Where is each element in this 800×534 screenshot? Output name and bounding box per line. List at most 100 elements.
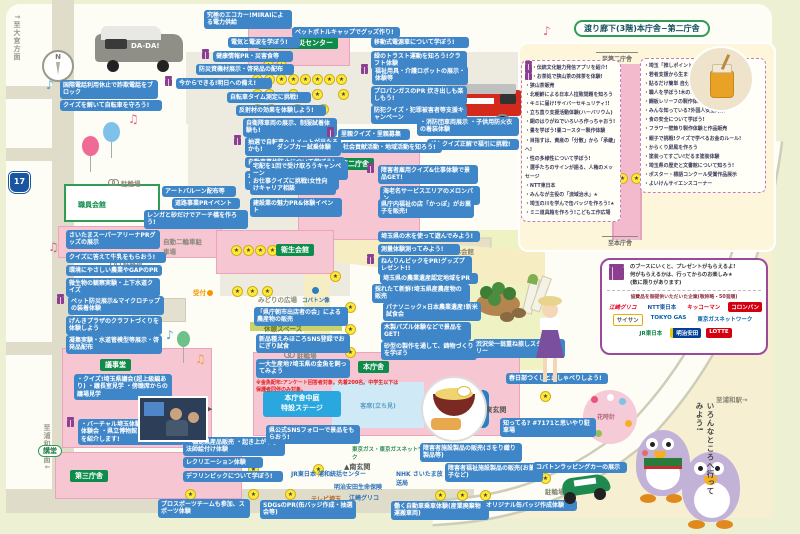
booth-label: 埼玉県の農業遺産認定地域をPR [380, 273, 478, 284]
corridor-item: ・目指すは、資産の「分散」から「承継」へ! [525, 137, 616, 153]
bike-parking-label: 駐輪場 [121, 180, 141, 188]
label-midori-plaza: みどりの広場 [258, 296, 297, 304]
star-marker: ★ [324, 74, 335, 85]
booth-label: 障害者雇用クイズ&仕事体験で景品GET! [367, 163, 478, 184]
booth-label: 障害者施設製品の販売(さをり織り製品等) [420, 443, 522, 462]
gift-icon [67, 417, 74, 427]
balloon-pink [82, 136, 99, 172]
booth-label: 凝集実験・水道管模型等展示・啓発品配布 [66, 335, 162, 354]
corridor-item: ・性の多様性について学ぼう! [525, 155, 591, 162]
booth-label: 福祉用具・介護ロボットの展示・体験等 [361, 64, 468, 85]
music-note-icon: ♪ [46, 78, 54, 92]
gift-icon [367, 163, 374, 173]
booth-label: クイズに答えて牛乳をもらおう! [66, 252, 166, 263]
bike-parking-label: 駐輪場 [297, 352, 317, 360]
booth-label: さいたまスーパーアリーナPRグッズの展示 [66, 230, 160, 249]
label-nhk: NHK さいたま放送局 [396, 471, 443, 487]
star-marker: ★ [248, 489, 259, 500]
label-eisei: 衛生会館 [276, 244, 314, 256]
music-note-icon: ♫ [128, 112, 139, 126]
bicycle-icon [108, 179, 119, 186]
gift-icon [202, 49, 209, 59]
star-marker: ★ [435, 490, 446, 501]
star-marker: ★ [312, 89, 323, 100]
corridor-to-main: 至本庁舎 [602, 236, 639, 247]
booth-label: ・クイズ!埼玉県議会(超上級編あり) ・議長室見学 ・傍聴席からの議場見学 [74, 374, 172, 401]
booth-label: 今からできる!明日への備え! [165, 76, 272, 89]
music-note-icon: ♪ [166, 328, 174, 342]
gift-icon [525, 70, 532, 81]
stage-line2: 特設ステージ [281, 403, 323, 412]
sponsors-heading: 協賛品を御提供いただいた企業(敬称略・50音順) [607, 290, 761, 300]
star-marker: ★ [247, 286, 258, 297]
label-glico: 江崎グリコ [349, 495, 380, 502]
label-kobaton-statue: コバトン像 [302, 298, 330, 304]
star-marker: ★ [262, 286, 273, 297]
mini-car-photo [560, 470, 612, 504]
corridor-item: ・キミに届け!サイバーセキュリティ!! [525, 101, 610, 108]
label-norin: 農林会館 [448, 248, 474, 256]
star-marker: ★ [243, 245, 254, 256]
booth-label: 道路事業PRイベント [172, 198, 240, 209]
booth-label: 建設業の魅力PR&体験イベント [250, 198, 342, 217]
corridor-title: 渡り廊下(3階)本庁舎−第二庁舎 [574, 20, 710, 37]
sponsor-meiji-yasuda: 明治安田 [670, 328, 702, 339]
booth-text: 福祉用具・介護ロボットの展示・体験等 [375, 67, 466, 83]
corridor-item-text: ・伝統文化魅力発信アプリを紹介! [532, 65, 608, 71]
booth-label: 社会貢献活動・地域活動を知ろう! [340, 142, 442, 153]
booth-label: 新品種えみほころSNS登録でおにぎり試食 [256, 334, 350, 353]
direction-north: ↑至大宮方面 [13, 14, 21, 61]
corridor-item: ・お茶処で狭山茶の抹茶を体験! [525, 70, 617, 82]
corridor-item: ・ミニ道具箱を作ろう!こども工作広場 [525, 210, 611, 216]
corridor-item: ・鋼板レリーフの製作体験 [644, 99, 703, 106]
character-girl [530, 296, 570, 392]
flower-clock-label: 花時計 [597, 414, 616, 421]
corridor-item: ・塗装ってすごい!だるま塗装体験 [644, 153, 720, 160]
standing-seats-area: 客席(立ち見) [332, 382, 424, 428]
corridor-item: ・ポスター・標語コンクール受賞作品展示 [644, 171, 737, 178]
star-marker: ★ [231, 245, 242, 256]
corridor-item-text: ・お茶処で狭山茶の抹茶を体験! [532, 74, 603, 81]
corridor-item: ・銅のはりがねでいろいろ作っちゃおう! [525, 119, 616, 126]
booth-label: 自衛隊車両の展示、制服試着体験も! [243, 118, 337, 137]
gift-icon [234, 135, 241, 145]
booth-label: 自転車タイム測定に挑戦! [227, 92, 311, 103]
kobaton-statue-dot [312, 287, 319, 294]
label-daisan: 第三庁舎 [70, 470, 108, 482]
mascot-speech: いろんなところへ行ってみよう! [695, 402, 715, 496]
sponsor-tokyo-gas-network: 東京ガスネットワーク [697, 317, 753, 324]
courtyard-stage: 本庁舎中庭 特設ステージ [263, 391, 341, 417]
booth-label: ダンプカー試乗体験 [274, 142, 340, 153]
corridor-item-text: ・埼玉「推しポイント」投票 [644, 63, 708, 69]
booth-text: 健康情報PR・災害食等 [216, 52, 280, 60]
gift-legend-panel: のブースにいくと、プレゼントがもらえるよ! 何がもらえるかは、行ってからのお楽し… [600, 258, 768, 355]
sponsor-tokyo-gas: TOKYO GAS [650, 315, 687, 322]
booth-label: 微生物の観察実験・上下水道クイズ [66, 278, 160, 297]
booth-label: プロパンガスのPR 炊き出しも楽しもう! [371, 86, 467, 105]
star-marker: ★ [457, 490, 468, 501]
reception-top: 受付 [193, 287, 214, 297]
honey-photo [688, 46, 754, 112]
star-marker: ★ [540, 391, 551, 402]
corridor-item: ・北朝鮮による日本人拉致問題を知ろう [525, 92, 613, 99]
booth-label: 測量体験測ってみよう! [378, 244, 460, 255]
star-marker: ★ [255, 245, 266, 256]
booth-label: 木製パズル体験などで景品をGET! [381, 322, 471, 341]
booth-label: 働く自動車乗車体験(産業廃棄物運搬車両) [391, 501, 489, 520]
seats-label: 客席(立ち見) [360, 402, 396, 410]
compass-icon: N [42, 50, 74, 82]
goldfish-note: ※金魚配布:アンケート回答者対象。先着200名。中学生以下は保護者同伴のみ対象。 [256, 380, 399, 393]
corridor-item: ・フラワー壁飾り製作体験と作品販売 [644, 126, 728, 133]
label-tokyo-gas: 東京ガス・東京ガスネットワーク [352, 447, 430, 461]
booth-label: 宅配を1回で受け取ろうキャンペーン [250, 161, 348, 180]
booth-label: 防災資機材展示・啓発品の配布 [196, 64, 294, 75]
booth-label: がんクイズ正解で福引に挑戦! [427, 139, 519, 150]
label-rest-space: 休憩スペース [264, 325, 303, 333]
bike-parking-1: 駐輪場 [108, 178, 141, 188]
sponsor-colombin: コロンバン [728, 302, 763, 313]
music-note-icon: ♫ [48, 240, 59, 254]
corridor-item: ・からくり屏風を作ろう [644, 144, 698, 151]
label-jr-east: JR東日本 浦和統括センター [291, 471, 366, 478]
direction-station: 至浦和駅→ [716, 396, 748, 404]
